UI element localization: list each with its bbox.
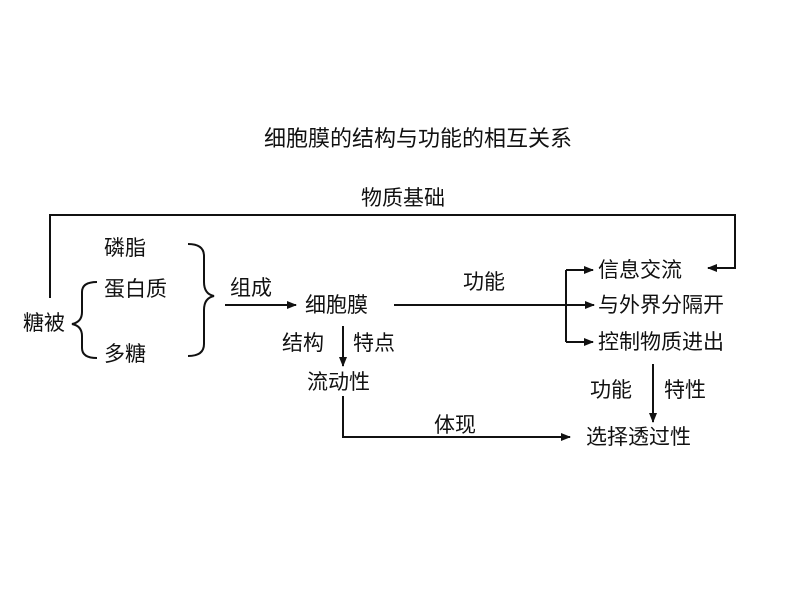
- polysaccharide-label: 多糖: [104, 342, 146, 366]
- material-basis-label: 物质基础: [361, 186, 445, 210]
- material-basis-arrow: [49, 214, 736, 298]
- fluidity-label: 流动性: [307, 370, 370, 394]
- property-label: 特性: [664, 378, 706, 402]
- glycocalyx-brace: [71, 281, 98, 359]
- membrane-label: 细胞膜: [305, 293, 368, 317]
- info-exchange-label: 信息交流: [598, 258, 682, 282]
- embody-arrow: [342, 396, 571, 441]
- structure-label: 结构: [282, 331, 324, 355]
- separate-label: 与外界分隔开: [598, 293, 724, 317]
- function-right-label: 功能: [590, 378, 632, 402]
- glycocalyx-label: 糖被: [23, 311, 65, 335]
- phospholipid-label: 磷脂: [104, 236, 146, 260]
- protein-label: 蛋白质: [104, 277, 167, 301]
- embody-label: 体现: [434, 413, 476, 437]
- selective-label: 选择透过性: [586, 425, 691, 449]
- feature-label: 特点: [353, 331, 395, 355]
- compose-label: 组成: [230, 276, 272, 300]
- diagram-title: 细胞膜的结构与功能的相互关系: [264, 127, 573, 152]
- control-label: 控制物质进出: [598, 330, 724, 354]
- components-brace: [187, 243, 215, 357]
- function-top-label: 功能: [463, 270, 505, 294]
